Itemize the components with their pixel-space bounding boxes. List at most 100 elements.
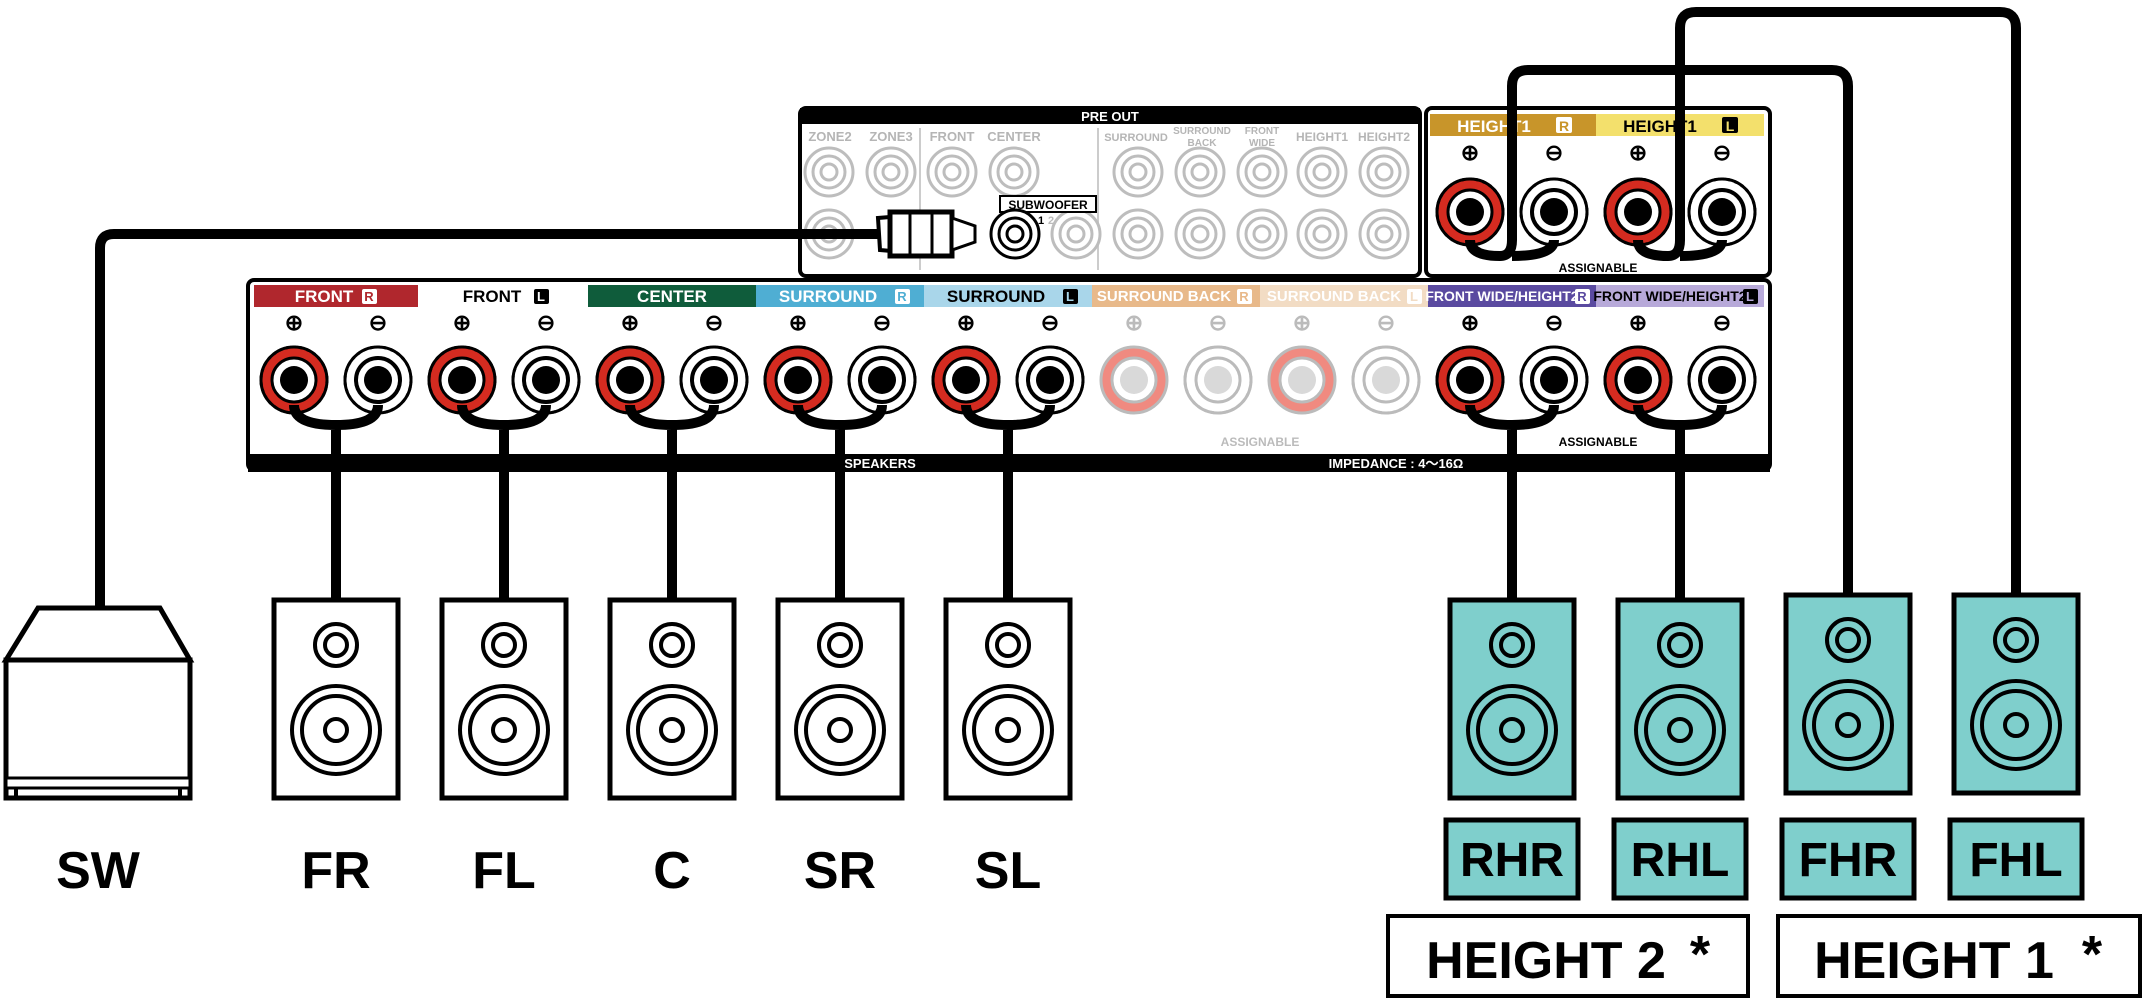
group-surround-back-l-badge: L (1410, 289, 1418, 304)
label-fhl: FHL (1969, 834, 2062, 887)
speaker-fhr (1786, 595, 1910, 793)
surround-r-plus-terminal[interactable] (763, 345, 833, 415)
group-surround-back-r-badge: R (1239, 289, 1249, 304)
height1-r-plus-terminal[interactable] (1435, 177, 1505, 247)
center-plus-terminal[interactable] (595, 345, 665, 415)
fwh2-l-plus-terminal[interactable] (1603, 345, 1673, 415)
surround-back-r-minus-terminal[interactable] (1183, 345, 1253, 415)
polarity-plus: ⊕ (1125, 310, 1143, 335)
height1-l-plus-terminal[interactable] (1603, 177, 1673, 247)
subwoofer-jack[interactable] (989, 208, 1041, 260)
pre-out-front-wide-label-2: WIDE (1249, 138, 1275, 149)
pre-out-surround-back-label-1: SURROUND (1173, 126, 1231, 137)
polarity-minus: ⊖ (705, 310, 723, 335)
speaker-rhr (1450, 600, 1574, 798)
label-sr: SR (804, 842, 876, 900)
surround-back-l-plus-terminal[interactable] (1267, 345, 1337, 415)
rca-jack (1174, 208, 1226, 260)
speaker-sl (946, 600, 1070, 798)
fwh2-l-minus-terminal[interactable] (1687, 345, 1757, 415)
height1-r-minus-terminal[interactable] (1519, 177, 1589, 247)
polarity-minus: ⊖ (537, 310, 555, 335)
group-surround-r-badge: R (897, 289, 907, 304)
pre-out-front-label: FRONT (930, 129, 975, 144)
height1-asterisk: * (2082, 926, 2103, 984)
speaker-fr (274, 600, 398, 798)
front-l-plus-terminal[interactable] (427, 345, 497, 415)
polarity-plus: ⊕ (621, 310, 639, 335)
group-surround-back-l-label: SURROUND BACK (1267, 288, 1401, 305)
rca-jack (865, 146, 917, 198)
group-surround-l-label: SURROUND (947, 287, 1045, 306)
surround-l-minus-terminal[interactable] (1015, 345, 1085, 415)
label-height2: HEIGHT 2 (1426, 932, 1666, 990)
rca-jack (1174, 146, 1226, 198)
speaker-cables (289, 7, 2021, 600)
speaker-sr (778, 600, 902, 798)
subwoofer-speaker (1, 605, 195, 801)
subwoofer-num-1: 1 (1038, 215, 1044, 227)
polarity-plus: ⊕ (285, 310, 303, 335)
group-fwh2-l-label: FRONT WIDE/HEIGHT2 (1593, 288, 1746, 304)
pre-out-zone3-label: ZONE3 (869, 129, 912, 144)
rca-jack (803, 146, 855, 198)
height1-l-label: HEIGHT1 (1623, 117, 1697, 136)
label-fhr: FHR (1799, 834, 1898, 887)
pre-out-height2-label: HEIGHT2 (1358, 130, 1410, 144)
group-front-l-label: FRONT (463, 287, 522, 306)
height1-r-plus: ⊕ (1461, 140, 1479, 165)
polarity-minus: ⊖ (873, 310, 891, 335)
polarity-minus: ⊖ (1545, 310, 1563, 335)
front-l-minus-terminal[interactable] (511, 345, 581, 415)
subwoofer-label: SUBWOOFER (1008, 198, 1088, 212)
group-front-r-label: FRONT (295, 287, 354, 306)
label-rhl: RHL (1631, 834, 1730, 887)
group-surround-l-badge: L (1066, 289, 1074, 304)
group-surround-back-r-label: SURROUND BACK (1097, 288, 1231, 305)
rca-jack (1112, 146, 1164, 198)
pre-out-surround-back-label-2: BACK (1188, 138, 1218, 149)
fwh2-assignable: ASSIGNABLE (1559, 435, 1638, 449)
height1-l-minus-terminal[interactable] (1687, 177, 1757, 247)
polarity-plus: ⊕ (1629, 310, 1647, 335)
polarity-plus: ⊕ (1461, 310, 1479, 335)
group-front-l-badge: L (537, 289, 545, 304)
pre-out-height1-label: HEIGHT1 (1296, 130, 1348, 144)
surround-l-plus-terminal[interactable] (931, 345, 1001, 415)
label-fr: FR (301, 842, 370, 900)
center-minus-terminal[interactable] (679, 345, 749, 415)
speaker-fhl (1954, 595, 2078, 793)
front-r-minus-terminal[interactable] (343, 345, 413, 415)
label-sw: SW (56, 842, 141, 900)
polarity-minus: ⊖ (1713, 310, 1731, 335)
front-r-plus-terminal[interactable] (259, 345, 329, 415)
fwh2-r-minus-terminal[interactable] (1519, 345, 1589, 415)
pre-out-surround-label: SURROUND (1104, 132, 1168, 144)
polarity-minus: ⊖ (1041, 310, 1059, 335)
rca-jack (1050, 208, 1102, 260)
speaker-fl (442, 600, 566, 798)
rca-jack (988, 146, 1040, 198)
speakers-panel: FRONT R FRONT L CENTER SURROUND R SURROU… (246, 278, 1772, 472)
label-sl: SL (975, 842, 1041, 900)
polarity-plus: ⊕ (789, 310, 807, 335)
polarity-plus: ⊕ (453, 310, 471, 335)
surround-back-r-plus-terminal[interactable] (1099, 345, 1169, 415)
height1-assignable: ASSIGNABLE (1559, 261, 1638, 275)
subwoofer-cable (95, 209, 977, 610)
surround-r-minus-terminal[interactable] (847, 345, 917, 415)
rca-jack (1236, 146, 1288, 198)
surround-back-l-minus-terminal[interactable] (1351, 345, 1421, 415)
speaker-labels: SW FR FL C SR SL (56, 842, 1041, 900)
rca-jack (1296, 208, 1348, 260)
group-fwh2-l-badge: L (1746, 289, 1754, 304)
pre-out-zone2-label: ZONE2 (808, 129, 851, 144)
rca-jack (1236, 208, 1288, 260)
polarity-plus: ⊕ (1293, 310, 1311, 335)
fwh2-r-plus-terminal[interactable] (1435, 345, 1505, 415)
label-height1: HEIGHT 1 (1814, 932, 2054, 990)
height-group-labels: HEIGHT 2 * HEIGHT 1 * (1386, 914, 2142, 998)
subwoofer-num-2: 2 (1048, 215, 1054, 227)
height1-l-minus: ⊖ (1713, 140, 1731, 165)
